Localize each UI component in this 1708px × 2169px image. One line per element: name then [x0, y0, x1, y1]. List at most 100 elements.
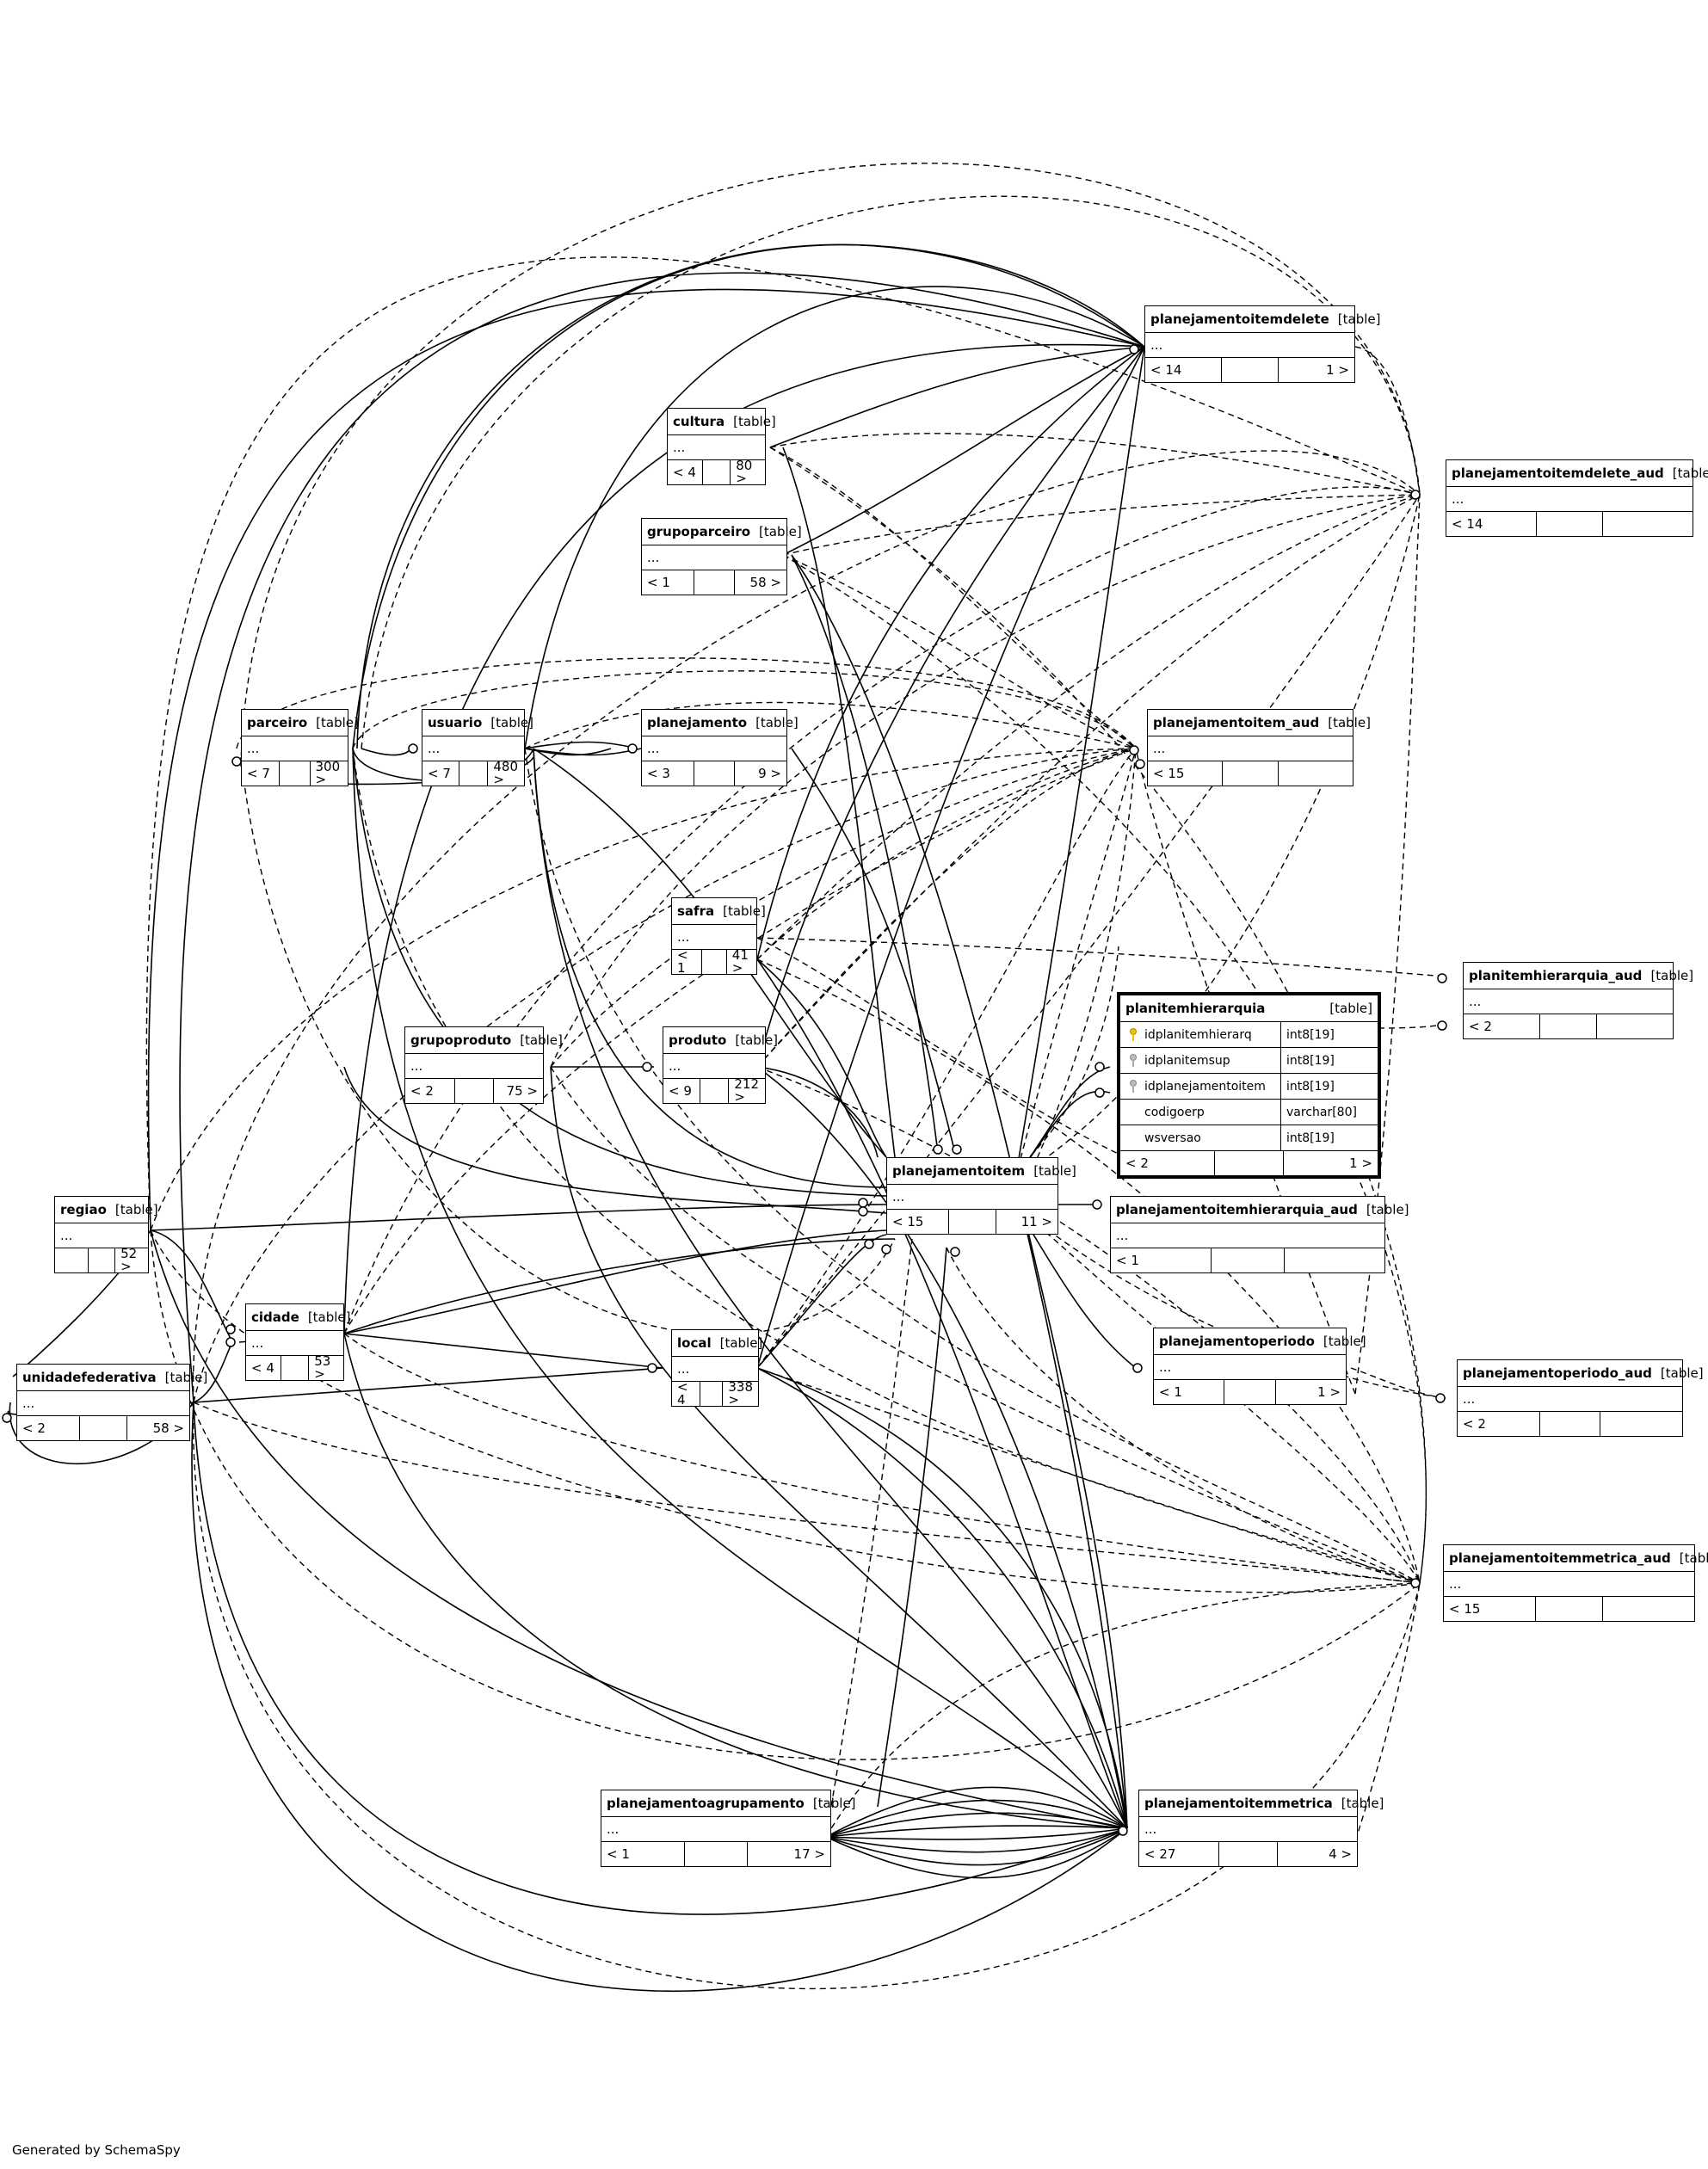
children-count[interactable]	[1285, 1248, 1384, 1272]
table-name: planejamentoitemdelete	[1150, 311, 1329, 327]
children-count[interactable]: 212 >	[734, 1076, 759, 1105]
parents-count[interactable]: < 2	[405, 1079, 456, 1103]
table-name: planejamentoitemmetrica	[1144, 1795, 1333, 1811]
children-count[interactable]: 11 >	[1020, 1213, 1053, 1229]
columns-ellipsis: ...	[663, 1054, 765, 1079]
parents-count[interactable]: < 2	[17, 1416, 80, 1440]
parents-count[interactable]: < 7	[242, 761, 281, 786]
table-planejamentoitem-aud[interactable]: planejamentoitem_aud[table] ... < 15	[1147, 709, 1371, 786]
parents-count[interactable]: < 4	[672, 1381, 700, 1407]
table-planejamentoperiodo-aud[interactable]: planejamentoperiodo_aud[table] ... < 2	[1457, 1359, 1704, 1437]
table-type: [table]	[316, 714, 359, 730]
parents-count[interactable]: < 2	[1458, 1412, 1540, 1436]
table-planejamentoitemmetrica-aud[interactable]: planejamentoitemmetrica_aud[table] ... <…	[1443, 1544, 1708, 1622]
columns-ellipsis: ...	[1154, 1355, 1346, 1380]
parents-count[interactable]: < 15	[1444, 1597, 1536, 1621]
children-count[interactable]: 75 >	[506, 1082, 538, 1099]
table-name: planejamentoagrupamento	[607, 1795, 805, 1811]
parents-count[interactable]: < 4	[668, 460, 703, 484]
parents-count[interactable]: < 14	[1145, 358, 1222, 382]
column-name: idplanitemhierarq	[1144, 1027, 1252, 1042]
children-count[interactable]	[1279, 761, 1353, 786]
children-count[interactable]: 52 >	[120, 1246, 138, 1274]
children-count[interactable]: 1 >	[1349, 1155, 1373, 1171]
parents-count[interactable]: < 2	[1464, 1014, 1540, 1038]
parents-count[interactable]: < 1	[601, 1842, 686, 1866]
rows-cell	[80, 1416, 127, 1440]
children-count[interactable]: 41 >	[731, 947, 749, 976]
children-count[interactable]: 80 >	[736, 458, 753, 486]
children-count[interactable]: 1 >	[1326, 361, 1349, 378]
parents-count[interactable]: < 3	[642, 761, 695, 786]
table-type: [table]	[735, 1032, 779, 1048]
column-row: idplanejamentoitem int8[19]	[1120, 1074, 1378, 1100]
table-planitemhierarquia-aud[interactable]: planitemhierarquia_aud[table] ... < 2	[1463, 962, 1693, 1039]
parents-count[interactable]: < 1	[642, 570, 695, 595]
parents-count[interactable]: < 4	[246, 1356, 281, 1380]
table-type: [table]	[812, 1795, 856, 1811]
children-count[interactable]: 300 >	[315, 759, 341, 787]
rows-cell	[281, 1356, 310, 1380]
columns-ellipsis: ...	[642, 545, 786, 570]
children-count[interactable]: 338 >	[728, 1379, 753, 1408]
columns-ellipsis: ...	[887, 1185, 1057, 1210]
parents-count[interactable]: < 1	[672, 949, 703, 975]
table-name: regiao	[60, 1201, 107, 1217]
children-count[interactable]: 58 >	[152, 1420, 184, 1436]
column-type: varchar[80]	[1286, 1105, 1357, 1119]
children-count[interactable]: 1 >	[1317, 1383, 1341, 1400]
parents-count[interactable]: < 15	[887, 1210, 950, 1234]
columns-ellipsis: ...	[55, 1223, 148, 1248]
children-count[interactable]: 480 >	[493, 759, 518, 787]
children-count[interactable]	[1603, 1597, 1694, 1621]
children-count[interactable]	[1597, 1014, 1673, 1038]
children-count[interactable]: 58 >	[749, 574, 781, 590]
children-count[interactable]	[1600, 1412, 1682, 1436]
table-planejamentoitemdelete-aud[interactable]: planejamentoitemdelete_aud[table] ... < …	[1446, 459, 1708, 537]
parents-count[interactable]: < 15	[1148, 761, 1224, 786]
children-count[interactable]: 4 >	[1329, 1845, 1352, 1862]
parents-count[interactable]: < 14	[1446, 512, 1537, 536]
edge-markers	[2, 344, 1447, 1836]
rows-cell	[280, 761, 311, 786]
children-count[interactable]: 17 >	[793, 1845, 825, 1862]
parents-count[interactable]: < 27	[1139, 1842, 1219, 1866]
parents-count[interactable]: < 1	[1154, 1380, 1224, 1404]
parents-count[interactable]: < 7	[422, 761, 459, 786]
parents-count[interactable]: < 9	[663, 1079, 700, 1103]
columns-ellipsis: ...	[668, 435, 765, 460]
children-count[interactable]: 9 >	[758, 765, 781, 781]
rows-cell	[1537, 512, 1604, 536]
table-type: [table]	[307, 1309, 351, 1325]
table-type: [table]	[1328, 714, 1371, 730]
table-type: [table]	[723, 903, 766, 919]
rows-cell	[694, 761, 735, 786]
table-type: [table]	[1650, 967, 1694, 983]
parents-count[interactable]: < 1	[1111, 1248, 1212, 1272]
parents-count[interactable]: < 2	[1120, 1151, 1215, 1175]
table-planejamentoitemhierarquia-aud[interactable]: planejamentoitemhierarquia_aud[table] ..…	[1110, 1196, 1409, 1273]
columns-ellipsis: ...	[1444, 1572, 1694, 1597]
table-regiao[interactable]: regiao[table] ... 52 >	[54, 1196, 158, 1274]
table-planitemhierarquia[interactable]: planitemhierarquia[table] idplanitemhier…	[1117, 992, 1381, 1179]
table-name: planitemhierarquia	[1125, 1000, 1266, 1016]
parents-count[interactable]	[55, 1248, 89, 1272]
children-count[interactable]: 53 >	[314, 1353, 331, 1382]
children-count[interactable]	[1603, 512, 1693, 536]
